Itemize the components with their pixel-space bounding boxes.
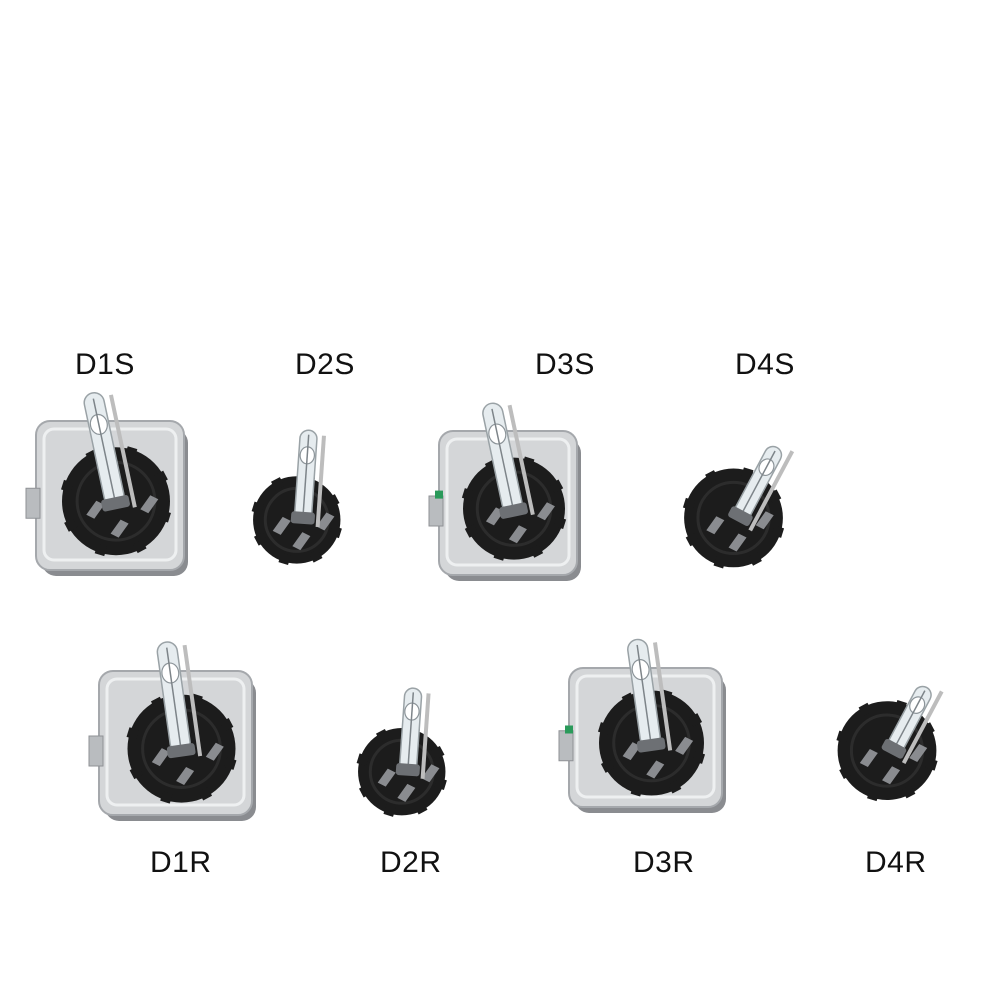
label-d4r: D4R — [865, 846, 927, 879]
label-d2r: D2R — [380, 846, 442, 879]
label-d3s: D3S — [535, 348, 595, 381]
bulb-d1r — [85, 641, 270, 835]
label-d3r: D3R — [633, 846, 695, 879]
hid-bulb-d1s-icon — [25, 392, 188, 576]
label-d4s: D4S — [735, 348, 795, 381]
label-d1s: D1S — [75, 348, 135, 381]
hid-bulb-d2r-icon — [356, 687, 447, 817]
hid-bulb-d3s-icon — [428, 402, 581, 581]
bulb-d4r — [815, 670, 975, 802]
hid-bulb-d1r-icon — [88, 641, 256, 821]
bulb-d4s — [675, 428, 805, 573]
bulb-d2r — [350, 687, 465, 823]
hid-bulb-d2s-icon — [251, 429, 342, 566]
bulb-d1s — [22, 392, 202, 590]
bulb-d2s — [245, 429, 360, 575]
hid-bulb-d3r-icon — [558, 638, 726, 813]
hid-bulb-d4r-icon — [836, 685, 944, 802]
hid-bulb-d4s-icon — [682, 445, 795, 569]
bulb-d3s — [425, 402, 595, 595]
bulb-d3r — [555, 638, 740, 827]
label-d1r: D1R — [150, 846, 212, 879]
label-d2s: D2S — [295, 348, 355, 381]
